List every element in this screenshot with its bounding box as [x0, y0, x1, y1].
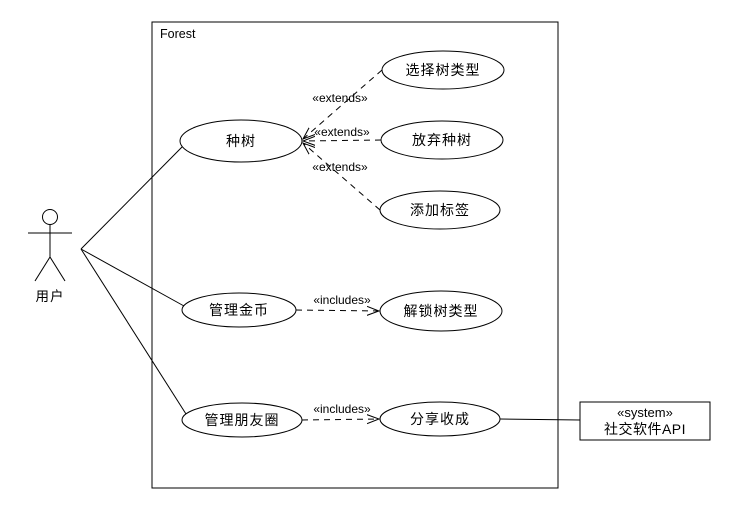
usecase-abandon-planting: 放弃种树 — [380, 120, 504, 160]
external-system: «system» 社交软件API — [579, 401, 711, 441]
includes-line-share-harvest — [301, 419, 379, 420]
includes-line-unlock-tree-type — [295, 310, 379, 311]
external-system-stereotype: «system» — [617, 405, 673, 420]
usecase-abandon-planting-label: 放弃种树 — [412, 133, 472, 149]
usecase-share-harvest: 分享收成 — [379, 401, 501, 437]
usecase-add-tag-label: 添加标签 — [410, 202, 470, 219]
extends-label-3: «extends» — [312, 160, 368, 174]
usecase-manage-coins-label: 管理金币 — [209, 303, 269, 319]
usecase-share-harvest-label: 分享收成 — [410, 411, 470, 428]
usecase-manage-moments: 管理朋友圈 — [181, 402, 303, 438]
actor-label: 用户 — [36, 288, 65, 304]
actor-head — [42, 209, 58, 225]
usecase-choose-tree-type: 选择树类型 — [381, 50, 505, 90]
usecase-unlock-tree-type: 解锁树类型 — [379, 290, 503, 332]
association-user-plant-tree — [80, 145, 184, 250]
usecase-manage-coins: 管理金币 — [181, 292, 297, 328]
usecase-manage-coins-ellipse — [181, 292, 297, 328]
usecase-plant-tree: 种树 — [179, 119, 303, 163]
usecase-plant-tree-label: 种树 — [226, 134, 256, 150]
usecase-choose-tree-type-label: 选择树类型 — [406, 63, 481, 79]
external-system-box — [579, 401, 711, 441]
usecase-add-tag: 添加标签 — [379, 190, 501, 230]
usecase-manage-moments-label: 管理朋友圈 — [205, 413, 280, 429]
usecase-unlock-tree-type-ellipse — [379, 290, 503, 332]
usecase-share-harvest-ellipse — [379, 401, 501, 437]
actor-leg-left — [34, 256, 51, 282]
external-system-label: 社交软件API — [604, 421, 686, 437]
usecase-add-tag-ellipse — [379, 190, 501, 230]
system-boundary-label: Forest — [160, 27, 196, 41]
usecase-plant-tree-ellipse — [179, 119, 303, 163]
association-user-manage-coins — [80, 248, 185, 307]
extends-line-abandon-planting — [303, 140, 382, 141]
usecase-abandon-planting-ellipse — [380, 120, 504, 160]
usecase-manage-moments-ellipse — [181, 402, 303, 438]
association-user-manage-moments — [80, 248, 187, 415]
actor-user: 用户 — [28, 209, 72, 304]
includes-label-1: «includes» — [313, 293, 371, 307]
includes-label-2: «includes» — [313, 402, 371, 416]
extends-label-1: «extends» — [312, 91, 368, 105]
usecase-choose-tree-type-ellipse — [381, 50, 505, 90]
association-share-harvest-api — [499, 418, 581, 421]
usecase-unlock-tree-type-label: 解锁树类型 — [404, 304, 479, 320]
actor-leg-right — [49, 256, 66, 282]
extends-label-2: «extends» — [314, 125, 370, 139]
